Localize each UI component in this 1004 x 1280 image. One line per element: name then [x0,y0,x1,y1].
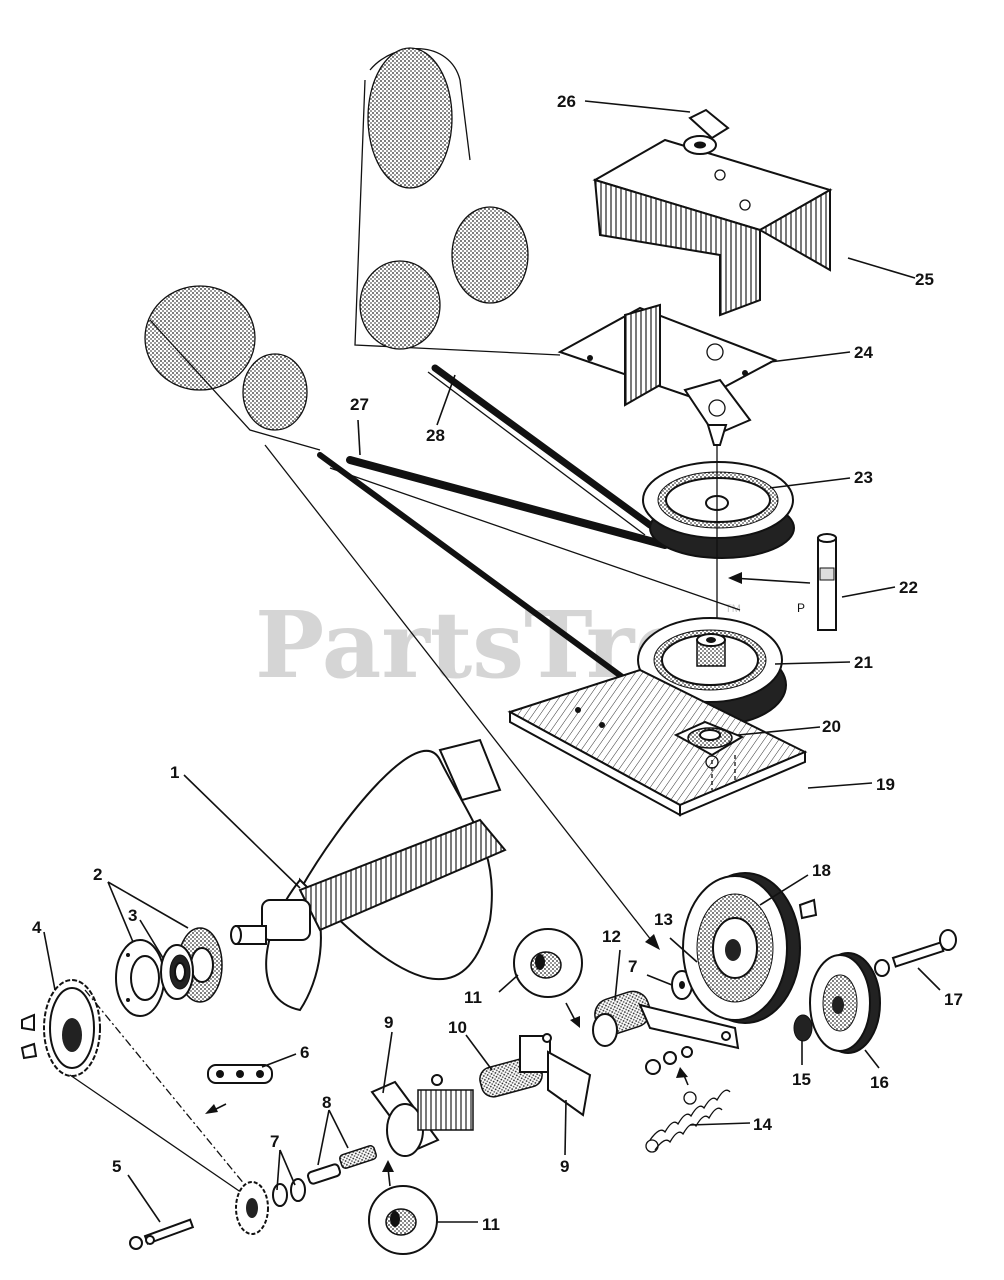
bolt-26 [683,108,730,155]
callout-1: 1 [170,763,179,782]
callout-23: 23 [854,468,873,487]
bearing-20 [673,720,745,790]
auger-1 [230,738,507,1012]
callout-17: 17 [944,990,963,1009]
bearing-3 [160,944,194,1000]
bolt-17 [874,929,957,977]
guide-arrow [645,934,660,950]
pulley-23 [642,445,795,640]
callout-14: 14 [753,1115,772,1134]
callout-2: 2 [93,865,102,884]
callout-7b: 7 [628,957,637,976]
bracket-9-left [370,1074,474,1157]
callout-12: 12 [602,927,621,946]
spacer-15 [793,1014,813,1042]
leader-lines [43,100,941,1223]
belt-28-section-mid [451,206,529,304]
callout-28: 28 [426,426,445,445]
chain-link-6 [205,1064,273,1114]
washers-7 [272,970,693,1207]
spring-14 [645,1067,731,1153]
callout-24: 24 [854,343,873,362]
callout-8: 8 [322,1093,331,1112]
bracket-9-right [519,1033,592,1117]
bushing-11-top [513,928,583,1028]
callout-21: 21 [854,653,873,672]
bracket-24 [557,303,778,446]
belt-28-section-low [359,260,441,350]
small-sprocket [235,1181,269,1235]
callout-27: 27 [350,395,369,414]
belt-27-section-right [242,353,308,431]
callout-5: 5 [112,1157,121,1176]
shaft-22: P [728,533,837,631]
belt-27-section-left [144,285,256,391]
callout-20: 20 [822,717,841,736]
callout-26: 26 [557,92,576,111]
nuts [645,1046,693,1075]
sprocket-4 [21,979,101,1077]
callout-16: 16 [870,1073,889,1092]
callout-18: 18 [812,861,831,880]
key [20,1042,38,1060]
callout-19: 19 [876,775,895,794]
assembly-guide-line [264,444,656,946]
svg-text:P: P [797,601,805,615]
callout-22: 22 [899,578,918,597]
bolt-5 [129,1218,195,1250]
base-plate-19 [507,668,808,817]
pulley-16 [809,952,881,1054]
callout-6: 6 [300,1043,309,1062]
cover-25 [592,138,833,317]
callout-4: 4 [32,918,42,937]
belt-27 [144,285,741,693]
belt-28 [354,47,654,536]
callout-13: 13 [654,910,673,929]
callout-3: 3 [128,906,137,925]
callout-9b: 9 [560,1157,569,1176]
pins-8 [306,1145,377,1185]
callout-11b: 11 [482,1215,500,1234]
callout-labels: 1 2 3 4 5 6 7 7 7 8 9 9 10 11 11 12 13 1… [32,92,963,1234]
belt-28-section-top [367,47,453,189]
callout-7a: 7 [270,1132,279,1151]
idler-arm-12 [592,990,740,1050]
callout-9a: 9 [384,1013,393,1032]
bushing-11-bottom [368,1160,438,1255]
pulley-18 [682,872,818,1024]
callout-25: 25 [915,270,934,289]
callout-10: 10 [448,1018,467,1037]
callout-11a: 11 [464,988,482,1007]
callout-15: 15 [792,1070,811,1089]
drive-chain [69,989,246,1196]
